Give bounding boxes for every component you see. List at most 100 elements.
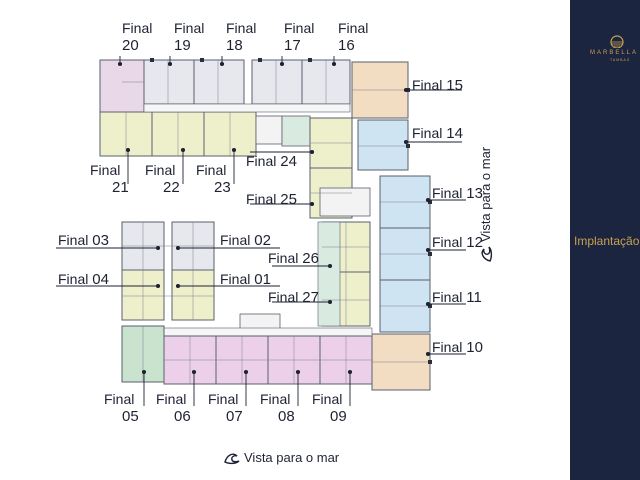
brand-name: MARBELLA — [590, 50, 639, 56]
unit-11-word: Final — [432, 289, 463, 305]
unit-01-number: 01 — [254, 271, 271, 288]
unit-26-number: 26 — [302, 250, 319, 267]
corridor-bottom — [163, 327, 373, 337]
unit-12-word: Final — [432, 234, 463, 250]
stair-center — [319, 187, 371, 217]
section-title[interactable]: Implantação — [574, 234, 640, 248]
unit-label-01[interactable]: Final 01 — [220, 271, 271, 288]
unit-01-word: Final — [220, 271, 251, 287]
unit-14-word: Final — [412, 125, 443, 141]
unit-label-25[interactable]: Final 25 — [246, 191, 297, 208]
stair-left — [239, 313, 281, 331]
unit-label-15[interactable]: Final 15 — [412, 77, 463, 94]
unit-05-number: 05 — [122, 408, 139, 425]
unit-label-12[interactable]: Final 12 — [432, 234, 483, 251]
unit-label-24[interactable]: Final 24 — [246, 153, 297, 170]
unit-04-word: Final — [58, 271, 89, 287]
unit-label-03[interactable]: Final 03 — [58, 232, 109, 249]
unit-05-word: Final — [104, 391, 135, 407]
unit-03-word: Final — [58, 232, 89, 248]
sea-view-right-text: Vista para o mar — [478, 146, 493, 242]
floor-plan-drawing — [56, 56, 466, 406]
unit-15-number: 15 — [446, 77, 463, 94]
unit-19-word: Final — [174, 20, 205, 36]
unit-14-plan — [357, 119, 409, 171]
unit-22-number: 22 — [163, 179, 180, 196]
unit-17-word: Final — [284, 20, 315, 36]
unit-03-number: 03 — [92, 232, 109, 249]
sea-view-bottom-text: Vista para o mar — [244, 450, 340, 465]
unit-04-number: 04 — [92, 271, 109, 288]
unit-09-number: 09 — [330, 408, 347, 425]
unit-06-number: 06 — [174, 408, 191, 425]
unit-19-plan — [143, 59, 195, 105]
unit-16-number: 16 — [338, 37, 355, 54]
unit-20-word: Final — [122, 20, 153, 36]
unit-24-word: Final — [246, 153, 277, 169]
unit-19-number: 19 — [174, 37, 191, 54]
unit-06-word: Final — [156, 391, 187, 407]
unit-17-plan — [251, 59, 303, 105]
wave-icon — [481, 246, 492, 262]
unit-20-plan — [99, 59, 145, 113]
unit-17-number: 17 — [284, 37, 301, 54]
unit-18-plan — [193, 59, 245, 105]
brand-subtitle: TAMBAÚ — [610, 58, 631, 62]
sea-view-bottom: Vista para o mar — [224, 450, 339, 465]
unit-26-word: Final — [268, 250, 299, 266]
unit-label-04[interactable]: Final 04 — [58, 271, 109, 288]
unit-23-number: 23 — [214, 179, 231, 196]
sea-view-right: Vista para o mar — [478, 147, 493, 262]
unit-27-number: 27 — [302, 289, 319, 306]
unit-10-number: 10 — [466, 339, 483, 356]
unit-27-word: Final — [268, 289, 299, 305]
leader-lines — [56, 56, 466, 406]
unit-13-word: Final — [432, 185, 463, 201]
unit-16-word: Final — [338, 20, 369, 36]
unit-13-number: 13 — [466, 185, 483, 202]
unit-15-word: Final — [412, 77, 443, 93]
sidebar: MARBELLA TAMBAÚ Implantação — [570, 0, 640, 480]
corridor-top — [143, 103, 351, 113]
unit-12-number: 12 — [466, 234, 483, 251]
unit-21-number: 21 — [112, 179, 129, 196]
stair-top — [255, 115, 283, 145]
unit-18-word: Final — [226, 20, 257, 36]
unit-25-number: 25 — [280, 191, 297, 208]
unit-23-word: Final — [196, 162, 227, 178]
unit-label-27[interactable]: Final 27 — [268, 289, 319, 306]
unit-07-number: 07 — [226, 408, 243, 425]
unit-label-26[interactable]: Final 26 — [268, 250, 319, 267]
unit-21-word: Final — [90, 162, 121, 178]
unit-label-14[interactable]: Final 14 — [412, 125, 463, 142]
wave-icon — [224, 453, 240, 464]
unit-09-word: Final — [312, 391, 343, 407]
unit-14-number: 14 — [446, 125, 463, 142]
unit-02-word: Final — [220, 232, 251, 248]
garden-top — [281, 115, 311, 147]
garden-center — [317, 221, 341, 327]
unit-label-11[interactable]: Final 11 — [432, 289, 482, 306]
unit-label-10[interactable]: Final 10 — [432, 339, 483, 356]
unit-11-number: 11 — [466, 289, 482, 306]
unit-24-number: 24 — [280, 153, 297, 170]
unit-label-02[interactable]: Final 02 — [220, 232, 271, 249]
unit-10-word: Final — [432, 339, 463, 355]
sun-logo-icon — [610, 35, 624, 48]
unit-20-number: 20 — [122, 37, 139, 54]
unit-label-13[interactable]: Final 13 — [432, 185, 483, 202]
